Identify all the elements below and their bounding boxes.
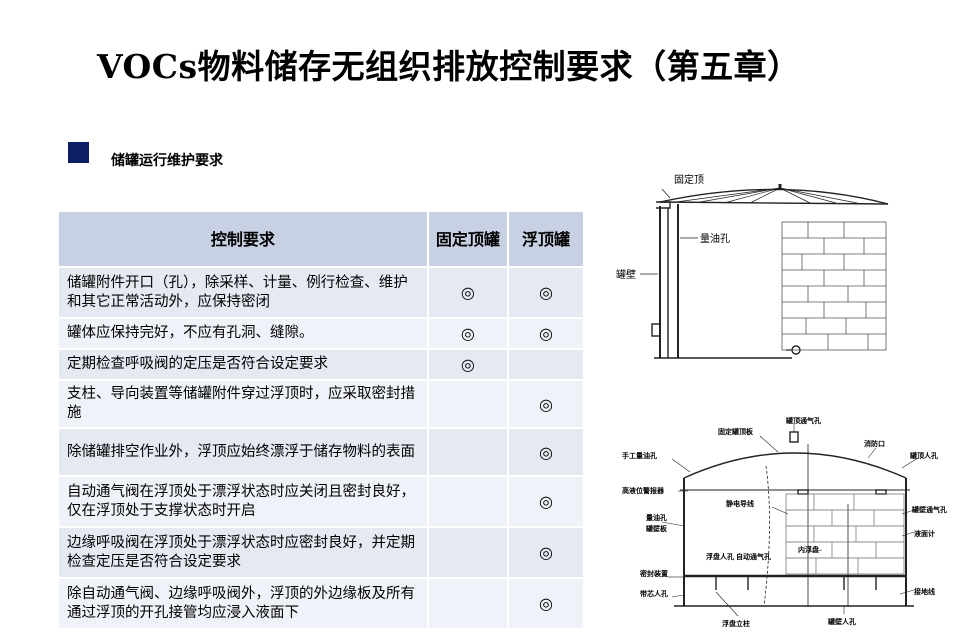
requirement-text: 储罐附件开口（孔），除采样、计量、例行检查、维护和其它正常活动外，应保持密闭 <box>57 266 429 319</box>
requirement-text: 自动通气阀在浮顶处于漂浮状态时应关闭且密封良好，仅在浮顶处于支撑状态时开启 <box>57 475 429 528</box>
table-row: 定期检查呼吸阀的定压是否符合设定要求 ◎ <box>57 348 586 381</box>
requirement-text: 定期检查呼吸阀的定压是否符合设定要求 <box>57 348 429 381</box>
requirements-table: 控制要求 固定顶罐 浮顶罐 储罐附件开口（孔），除采样、计量、例行检查、维护和其… <box>57 210 586 630</box>
requirement-text: 边缘呼吸阀在浮顶处于漂浮状态时应密封良好，并定期检查定压是否符合设定要求 <box>57 526 429 579</box>
table-row: 除储罐排空作业外，浮顶应始终漂浮于储存物料的表面 ◎ <box>57 427 586 477</box>
label-gauge-hole: 量油孔 <box>700 232 730 245</box>
table-header-row: 控制要求 固定顶罐 浮顶罐 <box>57 210 586 268</box>
label-fire-port: 消防口 <box>864 439 885 448</box>
label-gauge-hole: 量油孔 <box>646 513 667 522</box>
label-static-wire: 静电导线 <box>726 499 754 508</box>
header-fixed-roof: 固定顶罐 <box>426 210 509 268</box>
requirement-text: 罐体应保持完好，不应有孔洞、缝隙。 <box>57 317 429 350</box>
label-tank-wall-plate: 罐壁板 <box>645 524 668 533</box>
floating-tank-roof-arc <box>683 452 907 479</box>
label-roof-manhole: 罐顶人孔 <box>909 451 938 460</box>
section-bullet <box>68 142 89 163</box>
label-annular-vent: 罐壁通气孔 <box>911 505 947 514</box>
fixed-roof-mark: ◎ <box>426 266 509 319</box>
label-tank-wall: 罐壁 <box>616 268 636 281</box>
fixed-roof-mark <box>426 475 509 528</box>
floating-roof-mark <box>506 348 586 381</box>
label-auto-vent: 自动通气孔 <box>736 552 771 561</box>
requirement-text: 除储罐排空作业外，浮顶应始终漂浮于储存物料的表面 <box>57 427 429 477</box>
floating-roof-mark: ◎ <box>506 379 586 429</box>
label-ground: 接地线 <box>914 587 935 596</box>
header-requirement: 控制要求 <box>57 210 429 268</box>
table-row: 储罐附件开口（孔），除采样、计量、例行检查、维护和其它正常活动外，应保持密闭 ◎… <box>57 266 586 319</box>
fixed-roof-mark <box>426 526 509 579</box>
floating-roof-mark: ◎ <box>506 577 586 630</box>
floating-roof-mark: ◎ <box>506 317 586 350</box>
table-row: 除自动通气阀、边缘呼吸阀外，浮顶的外边缘板及所有通过浮顶的开孔接管均应浸入液面下… <box>57 577 586 630</box>
table-row: 罐体应保持完好，不应有孔洞、缝隙。 ◎ ◎ <box>57 317 586 350</box>
requirement-text: 支柱、导向装置等储罐附件穿过浮顶时，应采取密封措施 <box>57 379 429 429</box>
label-level-meter: 液面计 <box>914 529 935 538</box>
floating-roof-mark: ◎ <box>506 266 586 319</box>
label-roof: 固定顶 <box>674 173 704 186</box>
label-fixed-roof-plate: 固定罐顶板 <box>718 427 754 436</box>
fixed-roof-mark <box>426 379 509 429</box>
label-float-manhole: 浮盘人孔 <box>706 552 734 561</box>
table-row: 支柱、导向装置等储罐附件穿过浮顶时，应采取密封措施 ◎ <box>57 379 586 429</box>
floating-roof-mark: ◎ <box>506 526 586 579</box>
table-row: 自动通气阀在浮顶处于漂浮状态时应关闭且密封良好，仅在浮顶处于支撑状态时开启 ◎ <box>57 475 586 528</box>
label-high-alarm: 高液位警报器 <box>622 486 665 495</box>
label-seal: 密封装置 <box>640 569 668 578</box>
floating-roof-tank-diagram: 罐顶通气孔 固定罐顶板 消防口 罐顶人孔 手工量油孔 高液位警报器 静电导线 罐… <box>622 416 947 628</box>
fixed-roof-mark: ◎ <box>426 348 509 381</box>
header-floating-roof: 浮顶罐 <box>506 210 586 268</box>
section-subtitle: 储罐运行维护要求 <box>111 153 223 169</box>
label-guide-manhole: 带芯人孔 <box>640 589 668 598</box>
floating-roof-mark: ◎ <box>506 475 586 528</box>
requirement-text: 除自动通气阀、边缘呼吸阀外，浮顶的外边缘板及所有通过浮顶的开孔接管均应浸入液面下 <box>57 577 429 630</box>
label-float-leg: 浮盘立柱 <box>722 619 750 628</box>
fixed-roof-mark <box>426 577 509 630</box>
fixed-roof-tank-diagram: 固定顶 量油孔 罐壁 <box>616 173 889 359</box>
label-wall-manhole: 罐壁人孔 <box>827 617 856 626</box>
floating-roof-mark: ◎ <box>506 427 586 477</box>
label-inner-float: 内浮盘 <box>798 545 819 554</box>
table-row: 边缘呼吸阀在浮顶处于漂浮状态时应密封良好，并定期检查定压是否符合设定要求 ◎ <box>57 526 586 579</box>
label-hand-gauge: 手工量油孔 <box>622 451 657 460</box>
page-title: VOCs物料储存无组织排放控制要求（第五章） <box>97 47 801 86</box>
label-vent: 罐顶通气孔 <box>785 416 821 425</box>
fixed-roof-mark: ◎ <box>426 317 509 350</box>
fixed-roof-mark <box>426 427 509 477</box>
